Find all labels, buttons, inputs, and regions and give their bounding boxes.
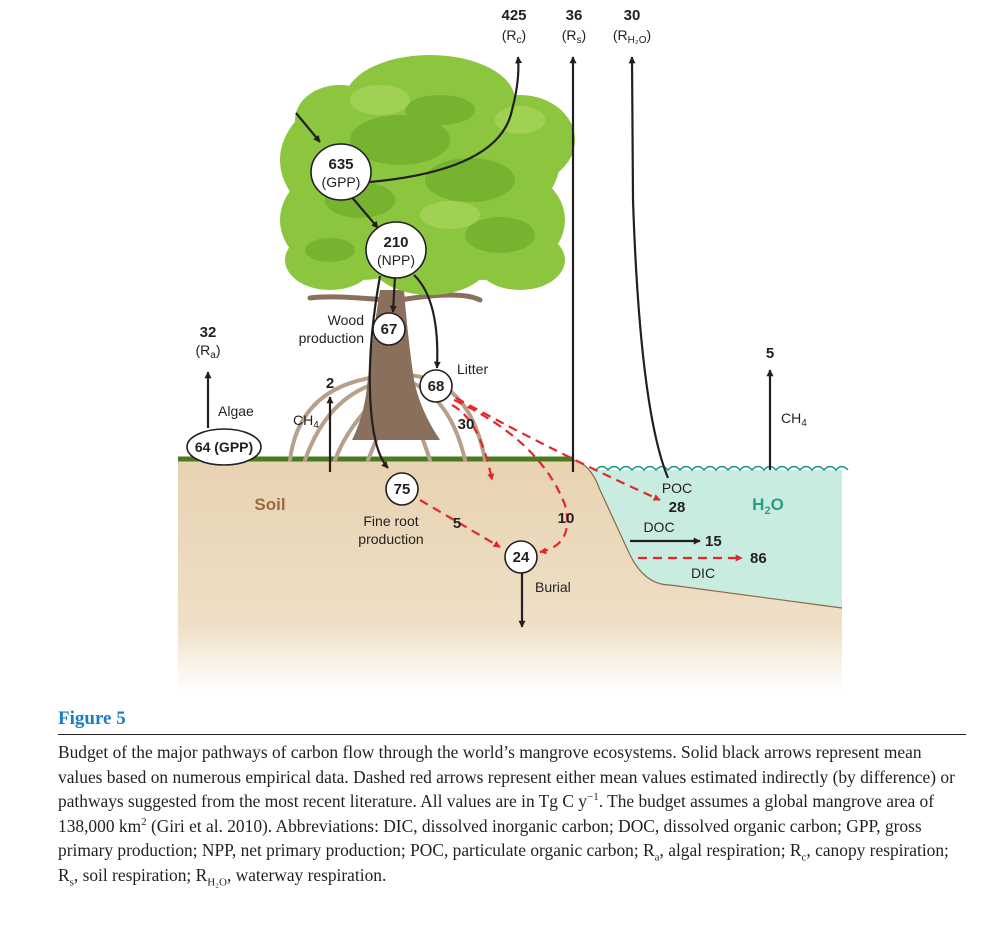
fineroot-value: 75 [394, 481, 411, 498]
rh2o-label: (RH₂O) [613, 27, 651, 46]
poc-label: POC [662, 480, 692, 496]
npp-value: 210 [383, 234, 408, 251]
burial-label: Burial [535, 579, 571, 595]
figure-label: Figure 5 [58, 708, 126, 729]
gpp-label: (GPP) [322, 174, 361, 190]
figure-caption: Figure 5 Budget of the major pathways of… [58, 708, 966, 888]
arrow-light-to-gpp [295, 112, 321, 143]
soil-area [178, 460, 842, 690]
water-label: H2O [752, 495, 784, 517]
flow-litter-soil: 30 [458, 416, 475, 433]
litter-node [419, 369, 453, 403]
burial-value: 24 [513, 549, 530, 566]
arrow-water-to-rh2o [628, 56, 670, 479]
algae-gpp-node [186, 428, 262, 466]
fineroot-label-2: production [358, 531, 423, 547]
dashed-litter-to-burial [453, 399, 569, 555]
rc-value: 425 [501, 7, 526, 24]
water-area [590, 470, 842, 608]
soil-label: Soil [254, 495, 285, 514]
arrow-npp-to-wood [389, 275, 397, 313]
fineroot-node [385, 472, 419, 506]
doc-label: DOC [643, 519, 674, 535]
flow-root-burial: 5 [453, 515, 461, 532]
flow-litter-burial: 10 [558, 510, 575, 527]
rc-label: (Rc) [502, 27, 526, 46]
carbon-budget-diagram: 425 (Rc) 36 (Rs) 30 (RH₂O) 635 (GPP) 210… [178, 7, 849, 690]
wood-label-1: Wood [328, 312, 364, 328]
caption-text: Budget of the major pathways of carbon f… [58, 742, 955, 889]
dic-value: 86 [750, 550, 767, 567]
gpp-node [310, 143, 372, 201]
caption-rule [58, 734, 966, 735]
arrow-npp-to-litter [413, 274, 441, 369]
arrow-npp-to-fineroot [368, 275, 389, 469]
algae-gpp: 64 (GPP) [195, 439, 253, 455]
litter-value: 68 [428, 378, 445, 395]
algae-label: Algae [218, 403, 254, 419]
litter-label: Litter [457, 361, 488, 377]
arrow-gpp-to-rc [369, 56, 523, 184]
npp-node [365, 221, 427, 279]
ra-label: (Ra) [195, 342, 220, 361]
gpp-value: 635 [328, 156, 353, 173]
water-surface-waves [595, 465, 849, 472]
dashed-litter-to-poc [455, 397, 661, 502]
arrow-gpp-to-npp [349, 194, 379, 229]
wood-node [372, 312, 406, 346]
water-ch4-label: CH4 [781, 410, 807, 429]
dic-label: DIC [691, 565, 715, 581]
wood-value: 67 [381, 321, 398, 338]
fineroot-label-1: Fine root [363, 513, 418, 529]
burial-node [504, 540, 538, 574]
rs-label: (Rs) [562, 27, 586, 46]
dashed-root-to-burial [419, 499, 501, 548]
rs-value: 36 [566, 7, 583, 24]
soil-ch4-value: 2 [326, 375, 334, 392]
water-ch4-value: 5 [766, 345, 774, 362]
doc-value: 15 [705, 533, 722, 550]
ra-value: 32 [200, 324, 217, 341]
dashed-litter-to-soil [451, 404, 495, 481]
npp-label: (NPP) [377, 252, 415, 268]
wood-label-2: production [299, 330, 364, 346]
rh2o-value: 30 [624, 7, 641, 24]
poc-value: 28 [669, 499, 686, 516]
soil-ch4-label: CH4 [293, 412, 319, 431]
